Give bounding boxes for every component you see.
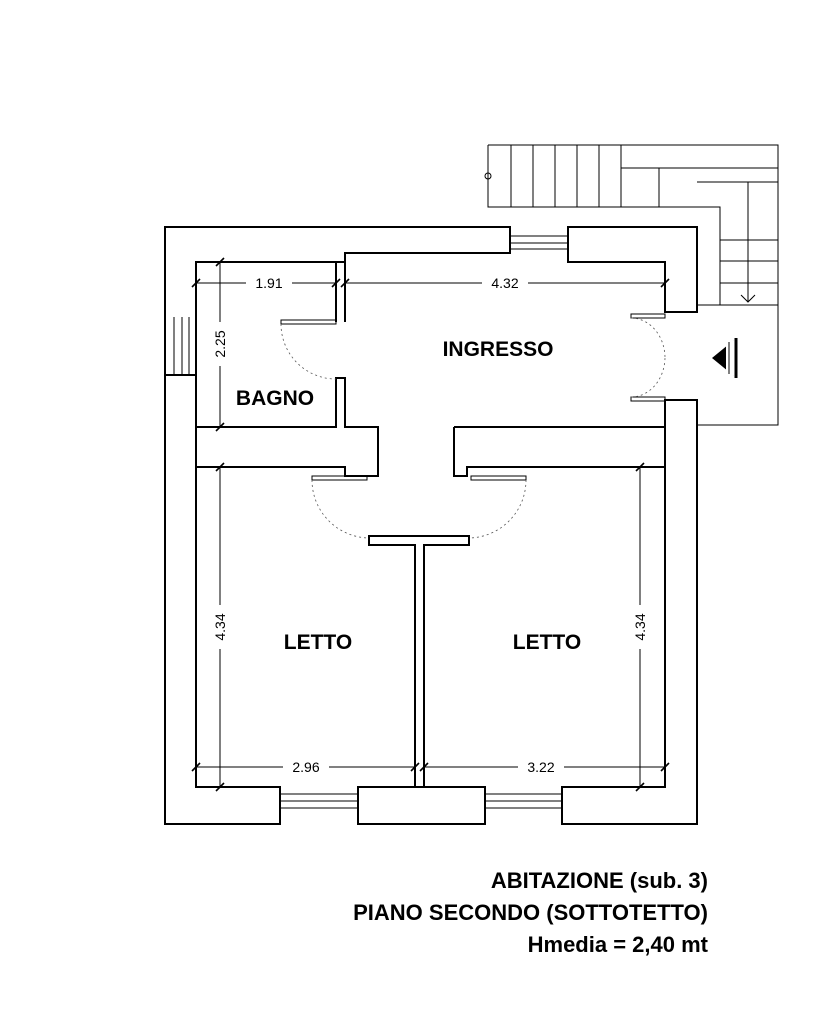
caption-line-3: Hmedia = 2,40 mt: [527, 932, 708, 957]
room-label-letto-left: LETTO: [284, 631, 352, 654]
dim-bagno-depth: 2.25: [212, 330, 228, 357]
dim-letto-right-width: 3.22: [527, 759, 554, 775]
window-bottom-left: [280, 793, 358, 809]
interior-walls: [195, 262, 666, 788]
caption-line-2: PIANO SECONDO (SOTTOTETTO): [353, 900, 708, 925]
window-left: [173, 317, 190, 375]
exterior-walls: [164, 226, 698, 825]
windows: [173, 235, 568, 809]
dimension-labels: 1.91 4.32 2.25 4.34 4.34 2.96 3.22: [211, 274, 649, 776]
caption-line-1: ABITAZIONE (sub. 3): [490, 868, 708, 893]
window-bottom-right: [485, 793, 562, 809]
dimension-lines: [191, 257, 670, 792]
dim-bagno-width: 1.91: [255, 275, 282, 291]
window-top: [510, 235, 568, 250]
room-label-letto-right: LETTO: [513, 631, 581, 654]
dim-letto-right-depth: 4.34: [632, 613, 648, 640]
staircase: [484, 144, 779, 426]
dim-letto-left-width: 2.96: [292, 759, 319, 775]
room-label-bagno: BAGNO: [236, 387, 314, 410]
doors: [280, 313, 666, 539]
room-label-ingresso: INGRESSO: [443, 338, 554, 361]
entrance-arrow-icon: [712, 338, 738, 378]
dim-ingresso-width: 4.32: [491, 275, 518, 291]
dim-letto-left-depth: 4.34: [212, 613, 228, 640]
